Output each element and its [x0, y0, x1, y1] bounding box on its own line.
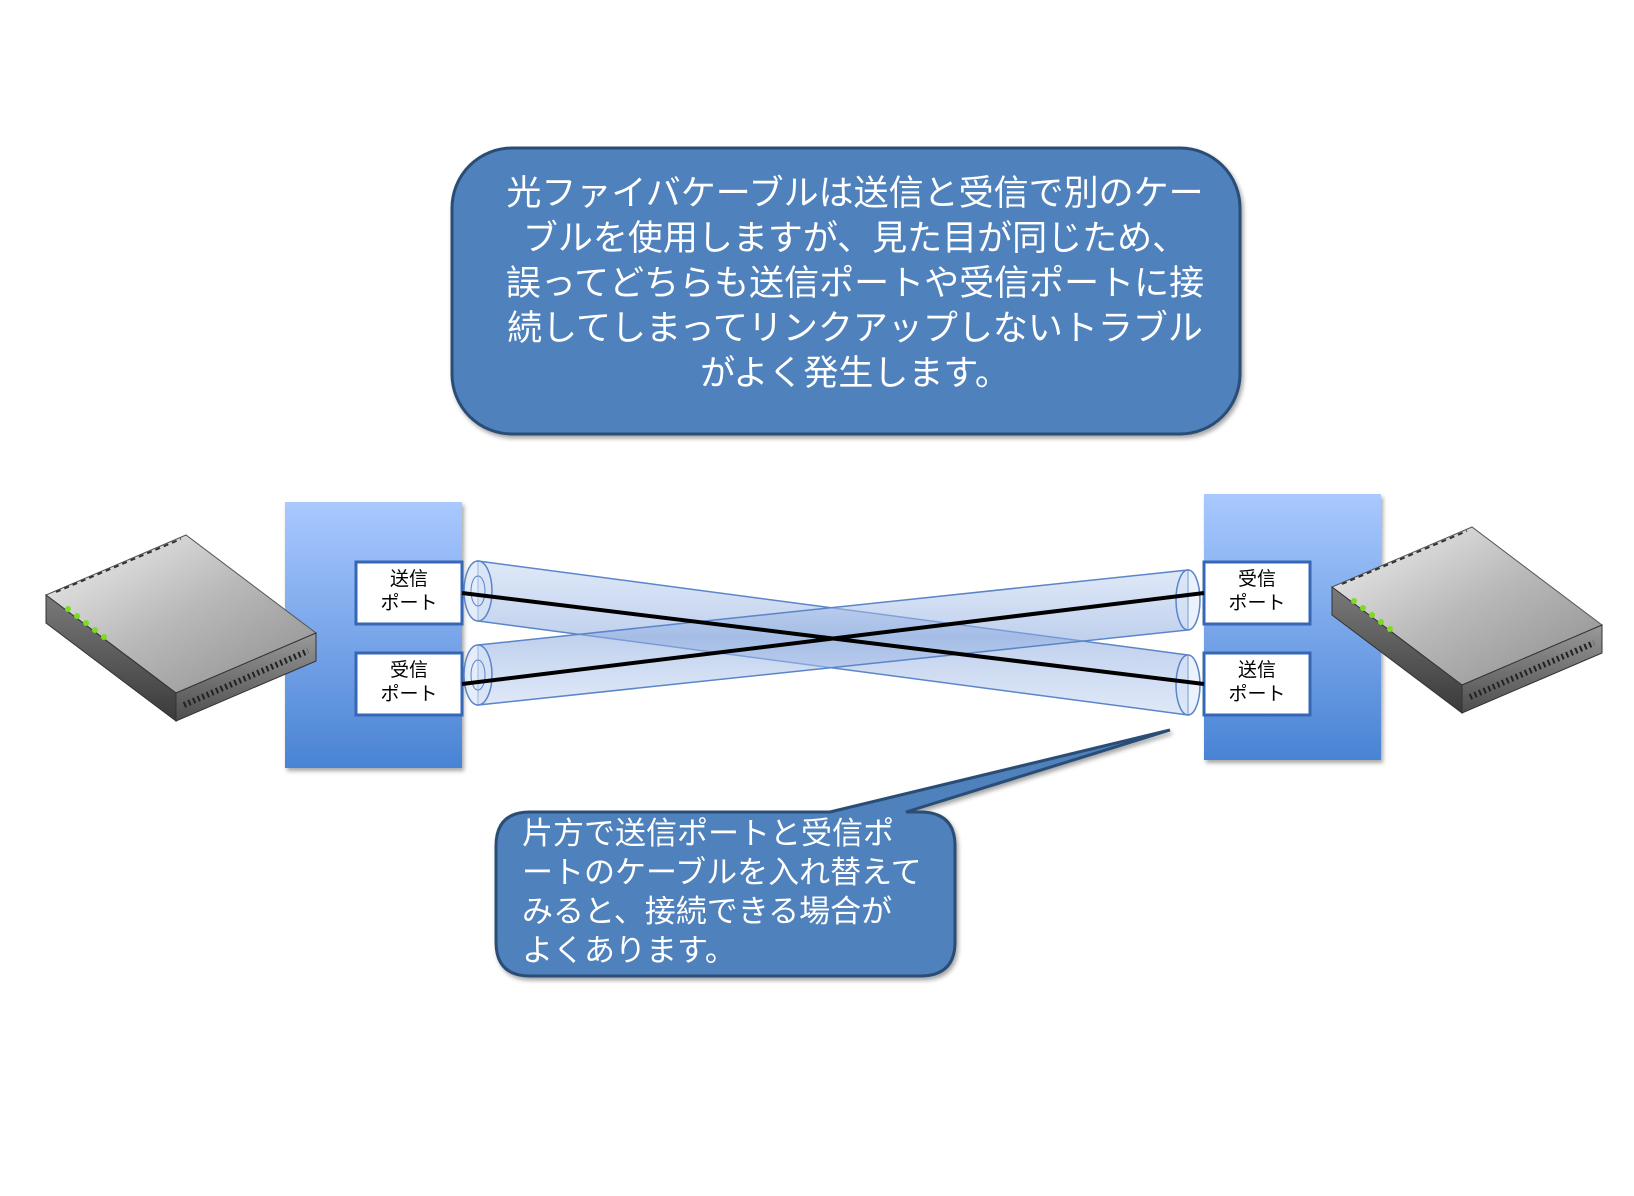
fiber-line-left-bottom-to-right-top [461, 591, 1205, 686]
bottom-callout-line: よくあります。 [522, 933, 736, 969]
left-bottom-port-box [354, 651, 464, 717]
bottom-callout-line: みると、接続できる場合が [522, 894, 893, 930]
network-switch-icon [45, 534, 317, 723]
port-label-line: ポート [380, 592, 438, 614]
top-callout-text: 光ファイバケーブルは送信と受信で別のケー ブルを使用しますが、見た目が同じため、… [470, 172, 1240, 397]
network-switch-icon [1331, 526, 1603, 715]
bottom-callout [494, 728, 1171, 978]
port-label-line: 受信 [1237, 568, 1276, 590]
right-bottom-port-label: 送信 ポート [1207, 658, 1307, 706]
left-top-port-box [354, 560, 464, 626]
port-label-line: 送信 [389, 568, 428, 590]
top-callout-line: 続してしまってリンクアップしないトラブル [507, 309, 1203, 349]
port-label-line: ポート [1228, 683, 1286, 705]
bottom-callout-line: 片方で送信ポートと受信ポ [522, 816, 894, 852]
right-bottom-port-box [1202, 651, 1312, 717]
top-callout-line: 誤ってどちらも送信ポートや受信ポートに接 [505, 264, 1205, 304]
top-callout-line: がよく発生します。 [700, 354, 1010, 394]
top-callout-bubble [450, 146, 1242, 436]
bottom-callout-line: ートのケーブルを入れ替えて [522, 855, 922, 891]
port-label-line: 送信 [1237, 659, 1276, 681]
left-bottom-port-label: 受信 ポート [359, 658, 459, 706]
top-callout-line: ブルを使用しますが、見た目が同じため、 [522, 219, 1188, 259]
port-label-line: 受信 [389, 659, 428, 681]
left-top-port-label: 送信 ポート [359, 567, 459, 615]
top-callout-line: 光ファイバケーブルは送信と受信で別のケー [506, 174, 1204, 214]
bottom-callout-text: 片方で送信ポートと受信ポ ートのケーブルを入れ替えて みると、接続できる場合が … [522, 815, 942, 971]
port-label-line: ポート [380, 683, 438, 705]
port-label-line: ポート [1228, 592, 1286, 614]
right-top-port-label: 受信 ポート [1207, 567, 1307, 615]
right-top-port-box [1202, 560, 1312, 626]
